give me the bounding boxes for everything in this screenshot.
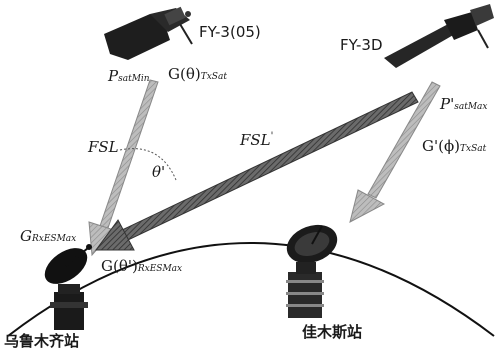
left-path-loss-label: FSL bbox=[88, 138, 119, 156]
satellite-fy3d-gain: G'(ϕ)TxSat bbox=[422, 137, 487, 155]
urumqi-gain-theta-label: G(θ')RxESMax bbox=[101, 257, 183, 275]
satellite-fy3-05-gain: G(θ)TxSat bbox=[168, 65, 227, 83]
satellite-fy3-05-power: PsatMin bbox=[108, 67, 150, 85]
arrow-fy3d-to-urumqi bbox=[95, 91, 419, 251]
urumqi-gain-label: GRxESMax bbox=[20, 227, 77, 245]
satellite-fy3-05-label: FY-3(05) bbox=[199, 23, 261, 41]
jiamusi-dish-icon bbox=[286, 224, 338, 318]
arrow-fy3d-to-jiamusi bbox=[349, 81, 441, 223]
jiamusi-station-name: 佳木斯站 bbox=[302, 323, 363, 341]
urumqi-station-name: 乌鲁木齐站 bbox=[4, 332, 80, 350]
arrow-fy3-05-to-urumqi bbox=[88, 79, 159, 257]
satellite-fy3d-icon bbox=[384, 4, 494, 68]
angle-label: θ' bbox=[152, 163, 166, 181]
urumqi-dish-icon bbox=[44, 244, 92, 330]
satellite-fy3d-power: P'satMax bbox=[440, 95, 488, 113]
cross-path-loss-label: FSL' bbox=[240, 131, 274, 149]
satellite-fy3d-label: FY-3D bbox=[340, 36, 383, 54]
satellite-fy3-05-icon bbox=[104, 6, 193, 60]
